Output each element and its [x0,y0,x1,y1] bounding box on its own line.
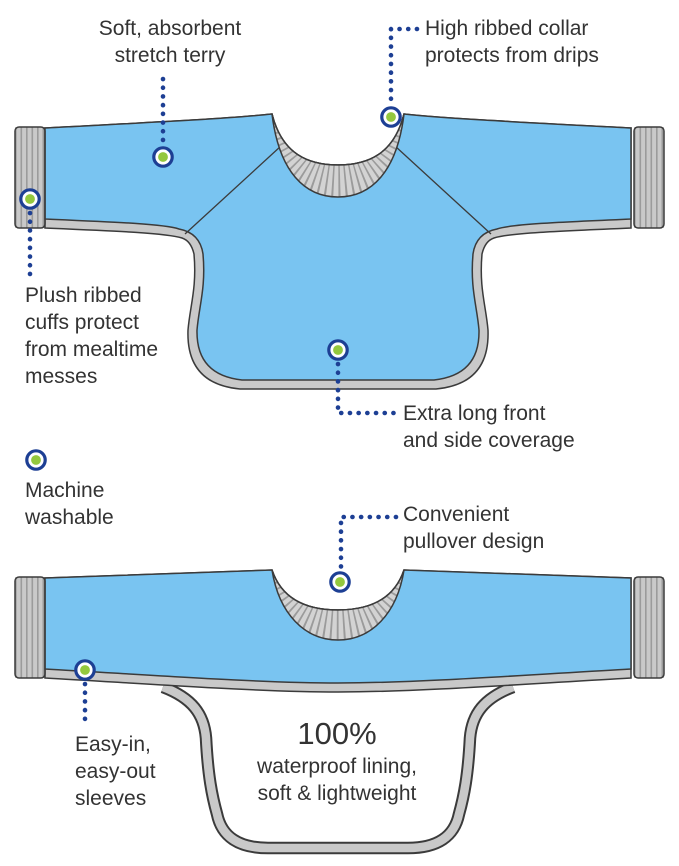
leader-pullover [338,514,399,570]
front-collar [271,113,405,198]
feature-dot-ribbed-cuffs [19,188,41,210]
waterproof-lining-area [163,687,513,848]
back-left-cuff [15,577,45,678]
label-coverage: Extra long front and side coverage [403,402,575,452]
right-raglan-seam [394,145,492,235]
feature-dot-coverage [327,339,349,361]
feature-dot-stretch-terry [152,146,174,168]
label-pullover: Convenient pullover design [403,503,545,553]
feature-dot-pullover [329,571,351,593]
back-collar-ribbing [272,570,404,640]
bib-back-lining-panel [160,681,516,855]
bib-back [15,569,664,693]
label-machine-washable: Machine washable [25,479,114,529]
feature-dot-machine-washable [25,449,47,471]
front-collar-ribbing [272,114,404,197]
front-right-cuff [634,127,664,228]
front-right-cuff-outline [633,126,665,229]
label-stretch-terry: Soft, absorbent stretch terry [98,17,242,67]
label-sleeves: Easy-in, easy-out sleeves [75,733,156,810]
back-right-cuff-outline [633,576,665,679]
leader-coverage [335,361,398,416]
leader-ribbed-collar [388,26,420,106]
back-right-cuff [634,577,664,678]
bib-front [15,113,664,390]
label-ribbed-collar: High ribbed collar protects from drips [425,17,599,67]
back-left-cuff-outline [14,576,46,679]
left-raglan-seam [184,145,282,235]
feature-dot-ribbed-collar [380,106,402,128]
label-lining-body: waterproof lining, soft & lightweight [257,755,417,805]
label-lining-headline: 100% [297,716,377,751]
back-collar [271,569,405,641]
lining-band [161,683,515,853]
feature-dot-sleeves [74,659,96,681]
front-left-cuff-outline [14,126,46,229]
label-ribbed-cuffs: Plush ribbed cuffs protect from mealtime… [25,284,159,388]
